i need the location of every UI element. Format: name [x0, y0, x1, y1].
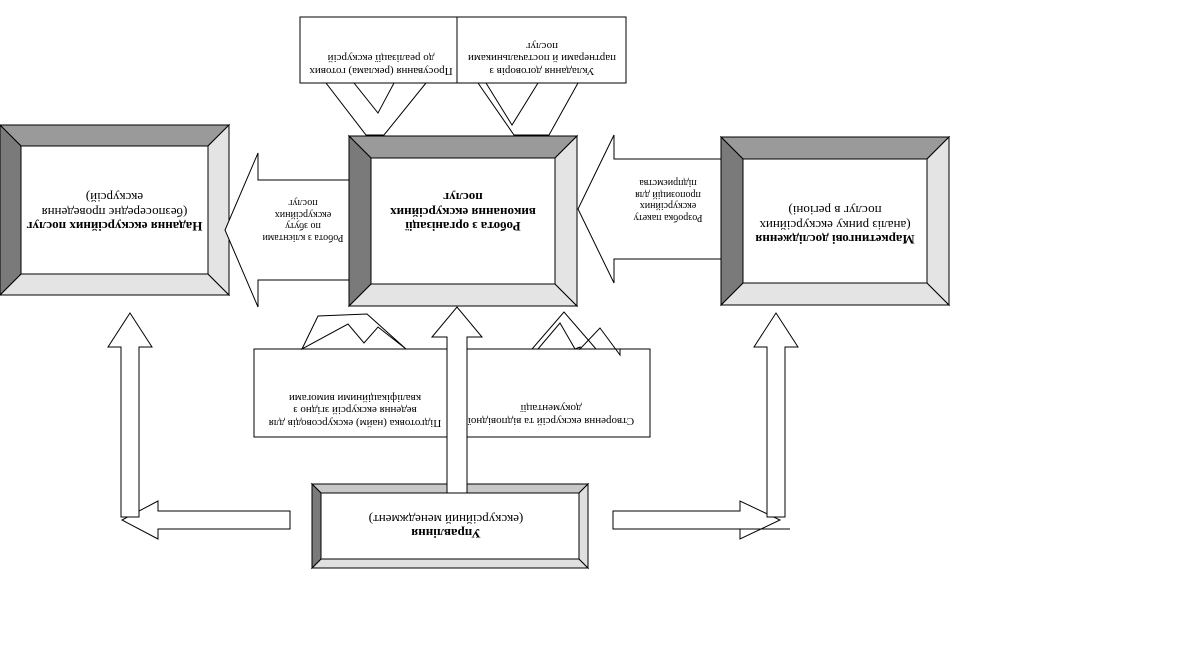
- marketing-block: Маркетингові дослідження (аналіз ринку е…: [745, 188, 925, 261]
- management-block: Управління (екскурсійний менеджмент): [314, 497, 578, 555]
- arrow-doc-to-org: [530, 311, 621, 357]
- clients-arrow-label: Робота з клієнтами по збуту екскурсійних…: [262, 197, 344, 244]
- provision-title: Надання екскурсійних послуг: [26, 219, 203, 235]
- guides-note: Підготовка (найм) екскурсоводів для веде…: [268, 391, 442, 429]
- arrow-contracts-to-org: [477, 82, 579, 136]
- arrow-mgmt-to-provision: [120, 500, 291, 540]
- management-block-frame: [310, 482, 590, 570]
- marketing-title: Маркетингові дослідження: [755, 232, 915, 248]
- promotion-note: Просування (реклама) готових до реалізац…: [309, 52, 453, 77]
- organization-block: Робота з організації виконання екскурсій…: [373, 190, 553, 248]
- organization-title: Робота з організації виконання екскурсій…: [390, 190, 536, 235]
- arrow-mgmt-to-marketing: [612, 500, 790, 540]
- management-title: Управління: [411, 526, 481, 542]
- arrow-promotion-to-org: [324, 82, 428, 136]
- arrow-up-to-marketing: [753, 312, 799, 518]
- contracts-note: Укладання договорів з партнерами й поста…: [468, 39, 616, 77]
- provision-block: Надання екскурсійних послуг (безпосередн…: [23, 175, 206, 248]
- arrow-org-to-marketing: [577, 134, 722, 284]
- management-subtitle: (екскурсійний менеджмент): [368, 511, 524, 527]
- arrow-mgmt-to-org: [430, 306, 484, 494]
- provision-block-frame: [0, 123, 231, 297]
- arrow-guides-to-org: [300, 313, 407, 351]
- arrow-provision-to-org: [224, 152, 350, 308]
- marketing-subtitle: (аналіз ринку екскурсійних послуг в регі…: [759, 203, 911, 233]
- provision-subtitle: (безпосереднє проведення екскурсій): [41, 190, 188, 220]
- arrow-up-to-provision: [107, 312, 153, 518]
- documentation-note: Створення екскурсій та відповідної докум…: [467, 402, 635, 427]
- packages-arrow-label: Розробка пакету екскурсійних пропозицій …: [633, 177, 703, 224]
- organization-block-frame: [347, 134, 579, 308]
